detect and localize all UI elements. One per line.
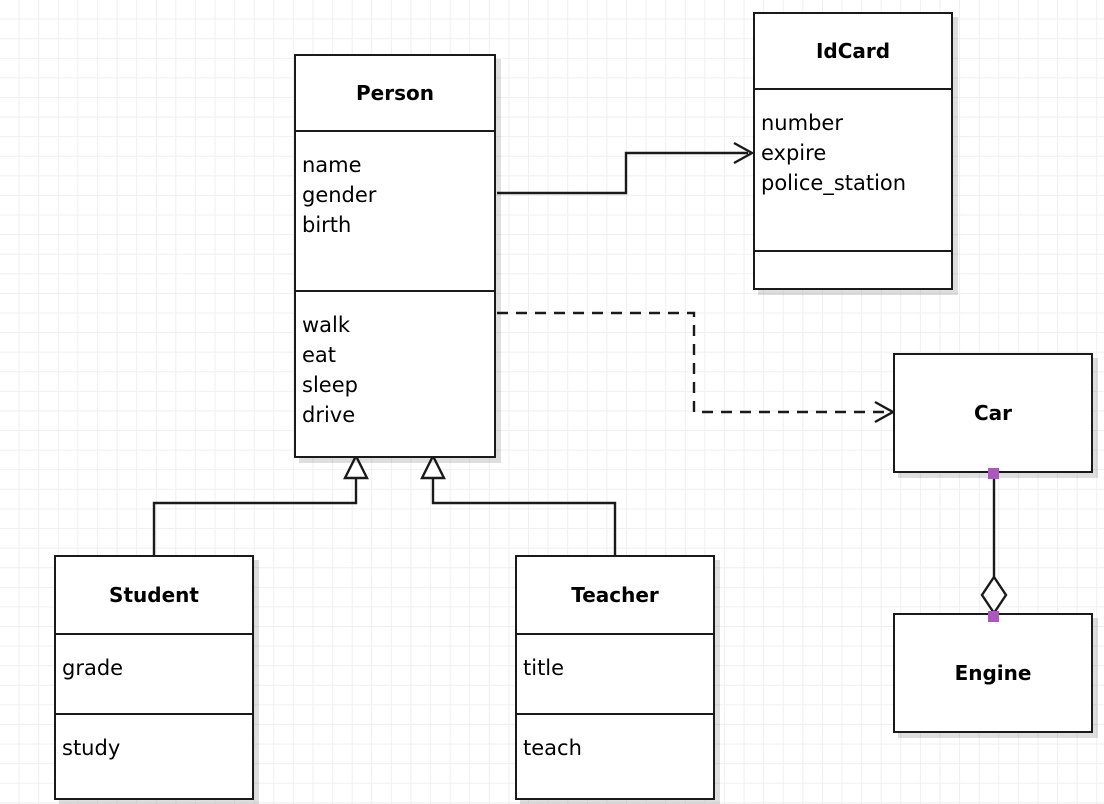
edge-handle-engine-end[interactable]: [988, 611, 999, 622]
attribute-item: grade: [62, 656, 124, 680]
method-item: eat: [302, 343, 337, 367]
class-teacher[interactable]: Teacher title teach: [515, 555, 715, 800]
class-idcard-attributes: number expire police_station: [755, 88, 951, 250]
class-student-title: Student: [109, 583, 199, 607]
class-car-title: Car: [973, 401, 1013, 425]
class-teacher-attributes: title: [517, 633, 713, 713]
attribute-item: name: [302, 153, 362, 177]
class-idcard-methods: [755, 250, 951, 288]
class-engine-title: Engine: [954, 661, 1032, 685]
hollow-diamond-arrowhead-icon: [980, 574, 1008, 616]
method-item: teach: [523, 736, 582, 760]
class-person-attributes: name gender birth: [296, 130, 494, 290]
class-student-methods: study: [56, 713, 252, 798]
class-engine[interactable]: Engine: [893, 613, 1093, 733]
class-student[interactable]: Student grade study: [54, 555, 254, 800]
attribute-item: police_station: [761, 171, 907, 195]
edge-person-idcard[interactable]: [497, 141, 755, 195]
method-item: sleep: [302, 373, 358, 397]
hollow-triangle-arrowhead-icon: [343, 453, 369, 480]
edge-student-person[interactable]: [152, 453, 369, 555]
attribute-item: birth: [302, 213, 352, 237]
edge-car-engine[interactable]: [980, 474, 1008, 616]
attribute-item: title: [523, 656, 565, 680]
hollow-triangle-arrowhead-icon: [420, 453, 446, 480]
attribute-item: number: [761, 111, 843, 135]
class-person[interactable]: Person name gender birth walk eat sleep …: [294, 54, 496, 458]
class-teacher-methods: teach: [517, 713, 713, 798]
attribute-item: gender: [302, 183, 377, 207]
class-idcard[interactable]: IdCard number expire police_station: [753, 12, 953, 290]
class-person-title: Person: [356, 81, 434, 105]
edge-person-car[interactable]: [497, 311, 896, 424]
class-teacher-title: Teacher: [571, 583, 659, 607]
method-item: walk: [302, 313, 351, 337]
edge-handle-car-end[interactable]: [988, 468, 999, 479]
open-arrowhead-icon: [874, 400, 896, 424]
method-item: study: [62, 736, 121, 760]
class-idcard-title: IdCard: [815, 39, 891, 63]
method-item: drive: [302, 403, 356, 427]
attribute-item: expire: [761, 141, 827, 165]
class-student-attributes: grade: [56, 633, 252, 713]
open-arrowhead-icon: [733, 141, 755, 165]
class-car[interactable]: Car: [893, 353, 1093, 473]
class-person-methods: walk eat sleep drive: [296, 290, 494, 456]
edge-teacher-person[interactable]: [420, 453, 617, 555]
